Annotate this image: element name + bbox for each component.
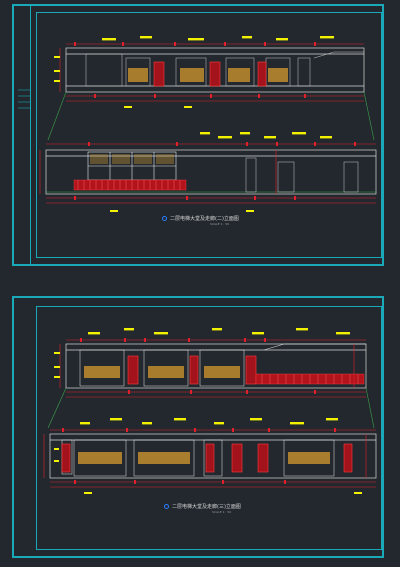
sheet-1-title-strip xyxy=(17,6,31,264)
sheet-2-drawing-frame xyxy=(36,306,382,550)
drawing-sheet-1: 二层电梯大堂及走廊(二)立面图 SCALE 1 : 50 xyxy=(12,4,384,266)
sheet-2-elevations xyxy=(43,328,377,494)
section-marker-icon xyxy=(162,216,167,221)
sheet-1-title: 二层电梯大堂及走廊(二)立面图 xyxy=(170,216,239,222)
red-hatch-panel xyxy=(73,179,187,191)
sheet-1-drawing-frame xyxy=(36,12,382,258)
elevation-b xyxy=(45,149,377,195)
sheet-2-scale: SCALE 1 : 50 xyxy=(212,510,232,514)
sheet-1-scale: SCALE 1 : 50 xyxy=(210,222,230,226)
sheet-1-elevations xyxy=(18,36,377,212)
sheet-2-title: 二层电梯大堂及走廊(三)立面图 xyxy=(172,504,241,510)
section-marker-icon xyxy=(164,504,169,509)
drawing-sheet-2: 二层电梯大堂及走廊(三)立面图 SCALE 1 : 50 xyxy=(12,296,384,558)
